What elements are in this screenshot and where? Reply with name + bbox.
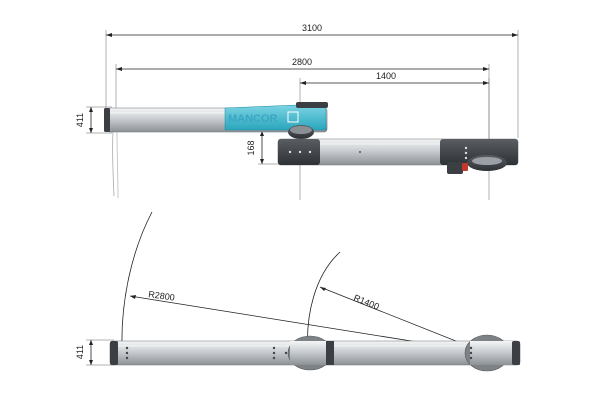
dimension-offset-height: 168 <box>246 130 285 165</box>
lower-arm-profile <box>277 138 519 166</box>
upper-arm-profile: MANCOR <box>104 102 328 133</box>
dim-label-2800: 2800 <box>292 57 312 67</box>
dim-label-411-bottom: 411 <box>75 345 85 359</box>
reach-arc-outer <box>121 211 153 347</box>
dim-label-3100: 3100 <box>302 23 322 33</box>
plan-arm <box>109 334 521 372</box>
side-elevation-view: 3100 2800 1400 411 <box>75 23 519 200</box>
dimension-profile-height-bottom: 411 <box>75 339 114 366</box>
dim-label-r1400: R1400 <box>352 293 380 312</box>
joint-elbow <box>288 125 314 139</box>
dim-label-1400: 1400 <box>376 71 396 81</box>
dim-label-411-top: 411 <box>75 113 85 127</box>
plan-view: R2800 R1400 411 <box>75 211 521 372</box>
dim-label-168: 168 <box>246 140 256 155</box>
end-hub <box>447 155 507 174</box>
hanging-cables <box>112 131 119 199</box>
dimension-overall-length: 3100 <box>105 23 519 138</box>
brand-logo-text: MANCOR <box>228 113 278 125</box>
dimension-second-arm: 1400 <box>299 71 490 200</box>
dim-label-r2800: R2800 <box>148 289 176 303</box>
dimension-profile-height-top: 411 <box>75 106 112 134</box>
